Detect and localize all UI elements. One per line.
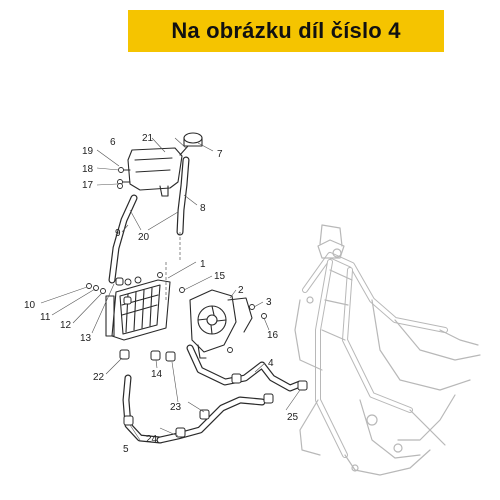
expansion-tank bbox=[127, 147, 183, 197]
hose-4 bbox=[186, 344, 304, 392]
radiator-screws bbox=[86, 272, 185, 294]
radiator bbox=[105, 279, 171, 341]
callout-15: 15 bbox=[214, 271, 226, 282]
callout-11: 11 bbox=[40, 312, 51, 323]
callout-3: 3 bbox=[266, 297, 272, 308]
callout-17: 17 bbox=[82, 180, 94, 191]
banner-text: Na obrázku díl číslo 4 bbox=[171, 18, 401, 43]
tank-screws bbox=[117, 167, 131, 189]
callout-20: 20 bbox=[138, 232, 150, 243]
callout-12: 12 bbox=[60, 320, 72, 331]
fan-screws bbox=[227, 304, 267, 353]
callout-1: 1 bbox=[200, 259, 206, 270]
callout-24: 24 bbox=[146, 434, 158, 445]
tank-cap bbox=[179, 132, 203, 156]
callout-8: 8 bbox=[200, 203, 206, 214]
hose-9 bbox=[108, 194, 138, 284]
dashed-guides bbox=[165, 232, 181, 300]
leader-lines bbox=[40, 137, 301, 441]
callout-9: 9 bbox=[115, 228, 121, 239]
callout-5: 5 bbox=[123, 444, 129, 455]
callout-10: 10 bbox=[24, 300, 36, 311]
callout-16: 16 bbox=[267, 330, 279, 341]
callout-14: 14 bbox=[151, 369, 163, 380]
callout-6: 6 bbox=[110, 137, 116, 148]
part-number-banner: Na obrázku díl číslo 4 bbox=[128, 10, 444, 52]
scooter-frame bbox=[294, 224, 481, 476]
callout-21: 21 bbox=[142, 133, 154, 144]
hose-8 bbox=[176, 156, 190, 236]
callout-19: 19 bbox=[82, 146, 94, 157]
callout-18: 18 bbox=[82, 164, 94, 175]
callout-4: 4 bbox=[268, 358, 274, 369]
callout-13: 13 bbox=[80, 333, 92, 344]
hose-clamps bbox=[115, 277, 308, 438]
callout-23: 23 bbox=[170, 402, 182, 413]
hose-5 bbox=[122, 374, 164, 444]
callout-7: 7 bbox=[217, 149, 223, 160]
callout-25: 25 bbox=[287, 412, 299, 423]
cooling-fan bbox=[189, 289, 253, 359]
part-callouts: 1 2 3 4 5 6 7 8 9 10 11 12 13 14 15 16 1… bbox=[24, 133, 299, 455]
callout-22: 22 bbox=[93, 372, 105, 383]
hose-24 bbox=[156, 396, 266, 444]
callout-2: 2 bbox=[238, 285, 244, 296]
